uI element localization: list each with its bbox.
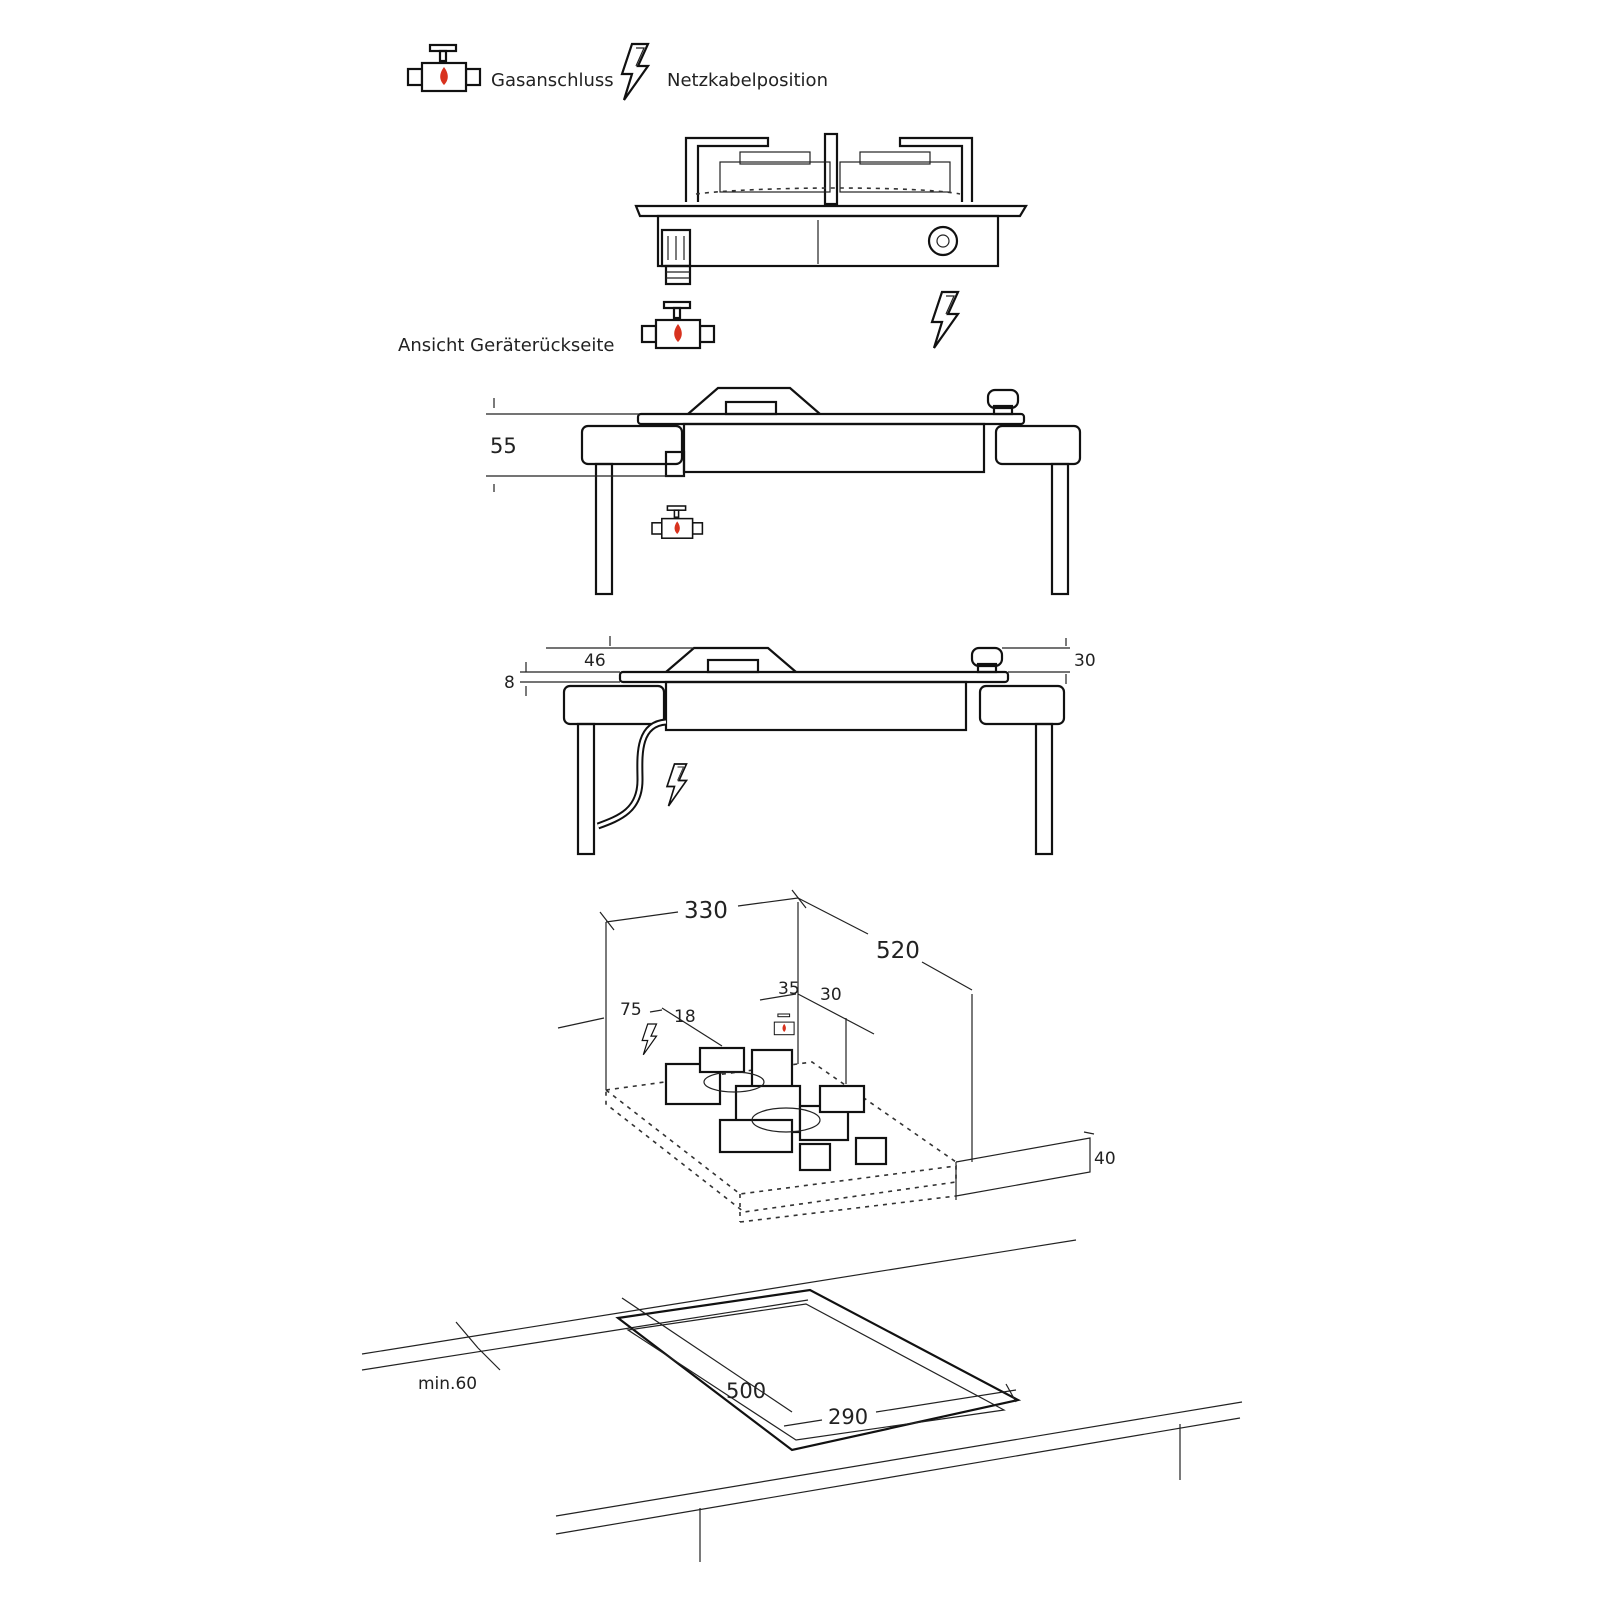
side-view-gas: 55: [486, 386, 1082, 596]
dim-offset-35: 35: [778, 979, 800, 999]
dim-worktop-40: 40: [1094, 1149, 1116, 1169]
rear-view: Ansicht Geräterückseite: [398, 132, 1028, 356]
dim-offset-75: 75: [620, 1000, 642, 1020]
dim-min-60: min.60: [418, 1374, 477, 1394]
cutout-view: min.60 500 290: [361, 1239, 1243, 1562]
dim-support-46: 46: [584, 651, 606, 671]
side-view-power: 8 46 30: [504, 636, 1096, 856]
dim-cutout-290: 290: [828, 1405, 868, 1429]
dim-knob-30: 30: [1074, 651, 1096, 671]
lightning-icon: [620, 42, 651, 101]
gas-valve-icon: [640, 300, 716, 350]
dim-cutout-500: 500: [726, 1379, 766, 1403]
legend-power-label: Netzkabelposition: [667, 70, 828, 91]
dim-offset-30: 30: [820, 985, 842, 1005]
installation-3d-view: 330 520 75 18 35 30: [557, 889, 1116, 1223]
gas-valve-icon: [651, 505, 704, 539]
legend: Gasanschluss Netzkabelposition: [406, 42, 828, 101]
dim-depth-520: 520: [876, 938, 920, 964]
lightning-icon: [930, 290, 961, 349]
dim-depth-55: 55: [490, 434, 517, 458]
dim-offset-18: 18: [674, 1007, 696, 1027]
legend-gas-label: Gasanschluss: [491, 70, 614, 91]
rear-view-caption: Ansicht Geräterückseite: [398, 335, 614, 356]
gas-valve-icon: [406, 43, 482, 93]
dim-width-330: 330: [684, 898, 728, 924]
lightning-icon: [641, 1023, 658, 1056]
dim-glass-8: 8: [504, 673, 515, 693]
gas-valve-icon: [773, 1013, 795, 1036]
lightning-icon: [665, 763, 689, 807]
